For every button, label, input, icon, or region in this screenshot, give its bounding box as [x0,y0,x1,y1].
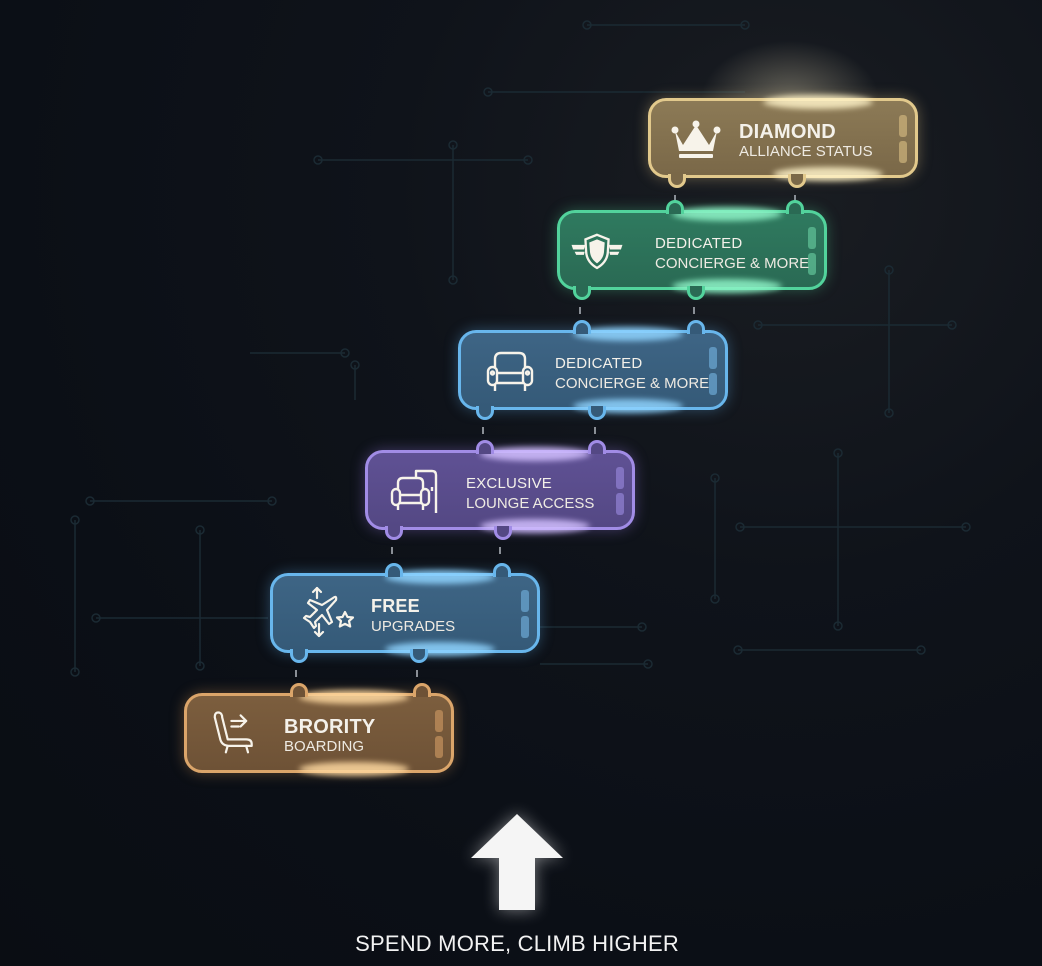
glow-accent [480,447,590,461]
connector-tab [493,563,511,577]
connector-tab [687,286,705,300]
glow-accent [763,95,873,109]
tier-subtitle: ALLIANCE STATUS [739,143,873,160]
handle-bar [808,227,816,249]
tier-diamond[interactable]: DIAMOND ALLIANCE STATUS [648,95,918,188]
handle-bar [616,493,624,515]
tier-title: FREE [371,596,420,616]
connector-dash [579,307,581,314]
connector-tab [476,440,494,454]
connector-tab [476,406,494,420]
tier-title: EXCLUSIVE [466,475,552,492]
connector-tab [385,526,403,540]
handle-bar [899,141,907,163]
handle-bar [616,467,624,489]
handle-bar [435,710,443,732]
tier-title: DEDICATED [555,355,643,372]
connector-dash [482,427,484,434]
handle-bar [521,590,529,612]
connector-dash [499,547,501,554]
armchair-icon [483,347,537,395]
connector-dash [693,307,695,314]
footer-caption: SPEND MORE, CLIMB HIGHER [355,931,679,956]
glow-accent [672,207,782,221]
seat-boarding-icon [209,708,263,756]
handle-bar [435,736,443,758]
glow-accent [385,642,495,656]
glow-accent [385,570,495,584]
tier-concierge-blue[interactable]: DEDICATED CONCIERGE & MORE [458,320,728,420]
connector-tab [573,320,591,334]
tier-title: DEDICATED [655,235,743,252]
tier-boarding[interactable]: BRORITY BOARDING [184,683,454,776]
connector-tab [494,526,512,540]
connector-dash [674,195,676,202]
tier-lounge[interactable]: EXCLUSIVE LOUNGE ACCESS [365,440,635,540]
connector-tab [413,683,431,697]
plane-upgrade-icon [297,584,357,640]
connector-tab [290,649,308,663]
connector-tab [410,649,428,663]
tier-subtitle: BOARDING [284,738,365,755]
handle-bar [808,253,816,275]
connector-tab [588,440,606,454]
up-arrow-icon [471,814,563,910]
connector-tab [788,174,806,188]
tier-title: DIAMOND [739,121,836,143]
tier-concierge-green[interactable]: DEDICATED CONCIERGE & MORE [557,200,827,300]
connector-dash [295,670,297,677]
connector-tab [573,286,591,300]
tier-subtitle: CONCIERGE & MORE [555,375,710,392]
crown-icon [669,115,723,163]
handle-bar [709,373,717,395]
connector-dash [794,195,796,202]
connector-tab [588,406,606,420]
connector-dash [594,427,596,434]
connector-tab [687,320,705,334]
connector-tab [786,200,804,214]
connector-dash [391,547,393,554]
connector-tab [385,563,403,577]
connector-tab [290,683,308,697]
winged-shield-icon [570,227,624,275]
tier-subtitle: LOUNGE ACCESS [466,495,595,512]
handle-bar [899,115,907,137]
glow-accent [573,327,683,341]
glow-accent [299,690,409,704]
tier-upgrades[interactable]: FREE UPGRADES [270,563,540,663]
tier-subtitle: UPGRADES [371,618,456,635]
lounge-chair-icon [390,467,446,515]
connector-dash [416,670,418,677]
handle-bar [709,347,717,369]
glow-accent [299,762,409,776]
handle-bar [521,616,529,638]
connector-tab [668,174,686,188]
connector-tab [666,200,684,214]
tier-title: BRORITY [284,716,376,738]
tier-subtitle: CONCIERGE & MORE [655,255,810,272]
